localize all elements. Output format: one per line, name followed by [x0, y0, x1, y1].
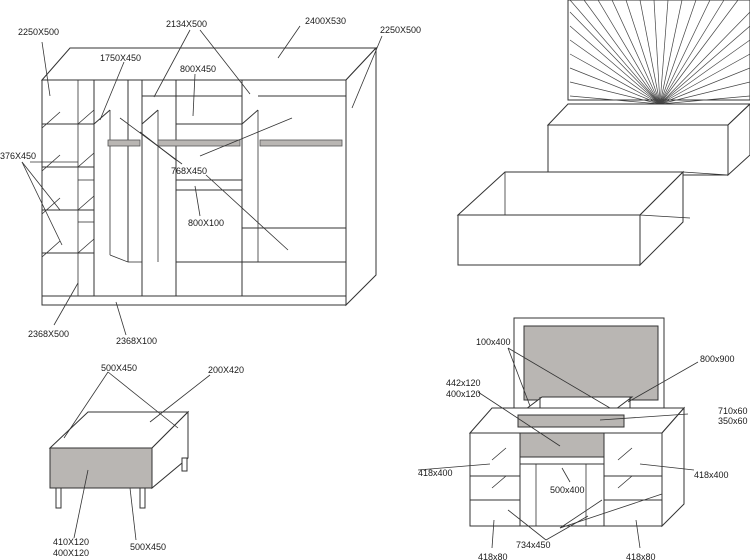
label-base-2368: 2368X100 — [116, 336, 157, 346]
label-side-right: 2250X500 — [380, 25, 421, 35]
label-top-2134: 2134X500 — [166, 19, 207, 29]
label-side-left: 2250X500 — [18, 27, 59, 37]
sunburst-ray — [659, 95, 750, 105]
label-shelf-1750: 1750X450 — [100, 53, 141, 63]
sunburst-ray — [659, 81, 750, 105]
sunburst-ray — [659, 0, 669, 105]
label-pouf-side: 200X420 — [208, 365, 244, 375]
label-shelf-800-100: 800X100 — [188, 218, 224, 228]
sunburst-ray — [597, 0, 661, 105]
sunburst-ray — [569, 11, 661, 105]
sunburst-ray — [659, 11, 750, 105]
label-foot-right: 418x80 — [626, 552, 656, 560]
sunburst-ray — [659, 0, 725, 105]
label-center-500: 500x400 — [550, 485, 585, 495]
label-drawer-400: 400x120 — [446, 389, 481, 399]
sunburst-ray — [659, 0, 711, 105]
label-base-734: 734x450 — [516, 540, 551, 550]
label-pouf-top: 500X450 — [101, 363, 137, 373]
label-shelf-right: 418x400 — [694, 470, 729, 480]
sunburst-ray — [569, 25, 661, 105]
sunburst-ray — [611, 0, 661, 105]
label-shelf-768: 768X450 — [171, 166, 207, 176]
label-pouf-front-410: 410X120 — [53, 537, 89, 547]
sunburst-ray — [639, 0, 661, 105]
sunburst-ray — [653, 0, 661, 105]
label-shelf-376: 376X450 — [0, 151, 36, 161]
label-mirror-small: 100x400 — [476, 337, 511, 347]
label-top-350: 350x60 — [718, 416, 748, 426]
sunburst-ray — [659, 53, 750, 105]
sunburst-ray — [569, 81, 661, 105]
sunburst-ray — [569, 0, 661, 105]
sunburst-ray — [659, 25, 750, 105]
dressing-table-drawing: 100x400 800x900 442x120 400x120 710x60 3… — [417, 317, 748, 560]
sunburst-ray — [659, 67, 750, 105]
sunburst-ray — [659, 0, 739, 105]
label-pouf-front-400: 400X120 — [53, 548, 89, 558]
sunburst-ray — [569, 67, 661, 105]
label-top-2400: 2400X530 — [305, 16, 346, 26]
sunburst-ray — [569, 95, 661, 105]
label-mirror-big: 800x900 — [700, 354, 735, 364]
pouf-drawing: 500X450 200X420 410X120 400X120 500X450 — [48, 363, 244, 558]
label-pouf-bottom: 500X450 — [130, 542, 166, 552]
sunburst-ray — [569, 39, 661, 105]
sunburst-ray — [625, 0, 661, 105]
sunburst-rays — [569, 0, 750, 105]
label-shelf-800-top: 800X450 — [180, 64, 216, 74]
sunburst-ray — [659, 39, 750, 105]
sunburst-ray — [569, 53, 661, 105]
label-back-2368: 2368X500 — [28, 329, 69, 339]
sunburst-ray — [583, 0, 661, 105]
label-foot-left: 418x80 — [478, 552, 508, 560]
sunburst-ray — [659, 0, 697, 105]
sunburst-ray — [659, 0, 683, 105]
label-shelf-left: 418x400 — [418, 468, 453, 478]
wardrobe-drawing: 2250X500 1750X450 2134X500 2400X530 2250… — [0, 16, 421, 346]
bed-drawing — [456, 0, 750, 267]
label-top-710: 710x60 — [718, 406, 748, 416]
label-drawer-442: 442x120 — [446, 378, 481, 388]
